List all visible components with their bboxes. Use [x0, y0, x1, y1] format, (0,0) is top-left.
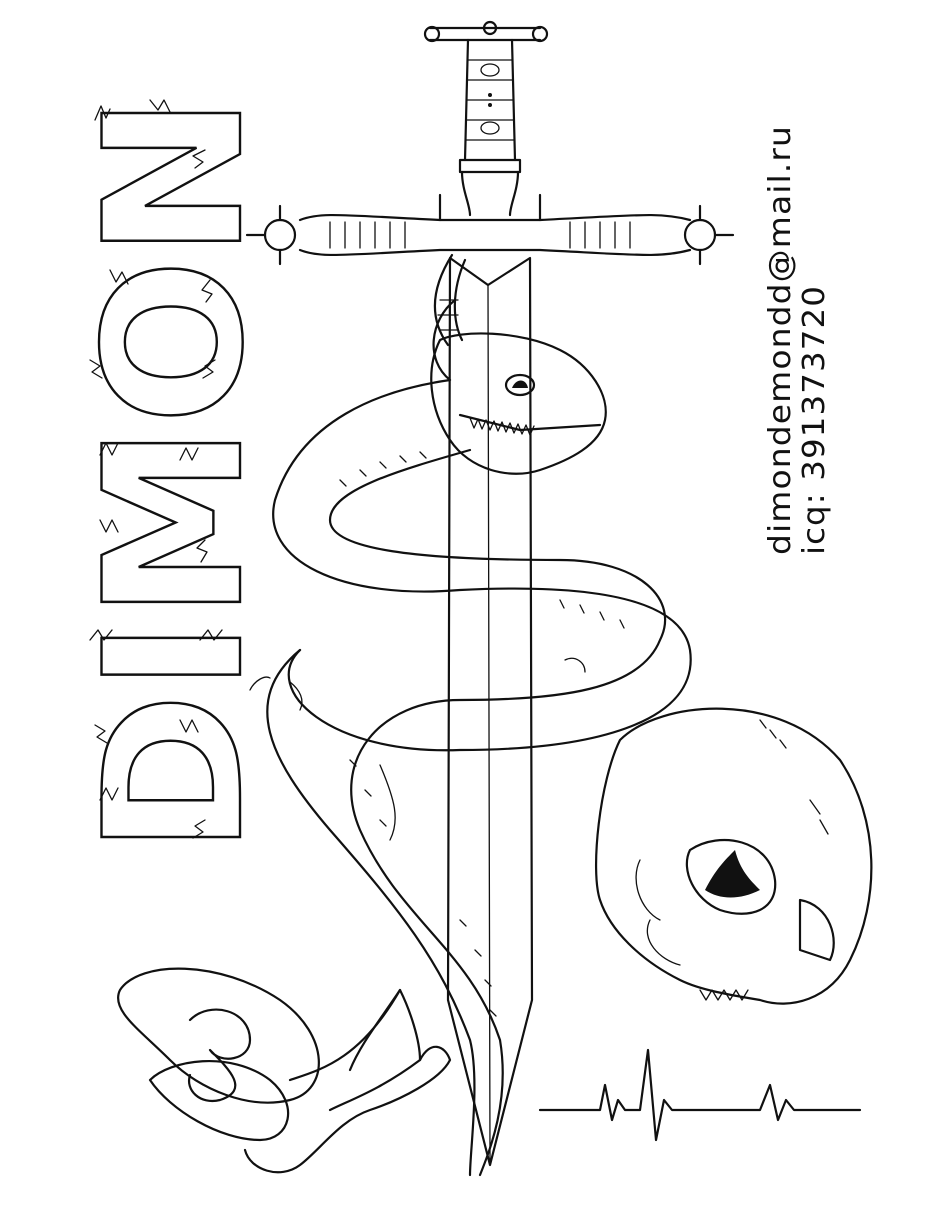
knot-flourish	[117, 967, 452, 1174]
sword	[245, 20, 735, 1167]
icq-text: icq: 391373720	[797, 285, 832, 555]
title-word: DIMON	[64, 95, 285, 855]
skull	[595, 707, 873, 1005]
decor-strokes	[249, 657, 586, 841]
contact-block: dimondemondd@mail.ru icq: 391373720	[763, 125, 832, 555]
letter-cracks	[89, 99, 223, 839]
title-word-group: DIMON	[63, 94, 286, 856]
snake	[266, 253, 692, 1177]
heartbeat-line	[538, 1048, 862, 1142]
email-text: dimondemondd@mail.ru	[763, 125, 798, 555]
